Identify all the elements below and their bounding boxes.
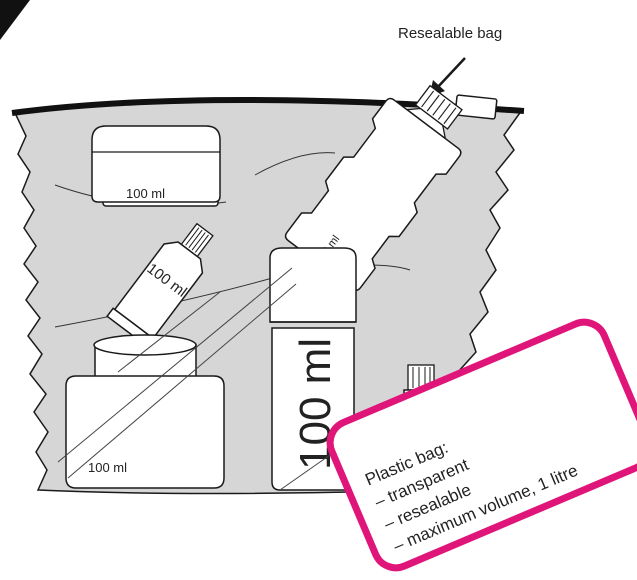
jar-label: 100 ml xyxy=(126,186,165,201)
corner-mark xyxy=(0,0,30,40)
cream-jar: 100 ml xyxy=(92,126,220,206)
zip-slider[interactable] xyxy=(455,95,497,119)
bag-label: Resealable bag xyxy=(398,25,502,42)
box-label: 100 ml xyxy=(88,460,127,475)
